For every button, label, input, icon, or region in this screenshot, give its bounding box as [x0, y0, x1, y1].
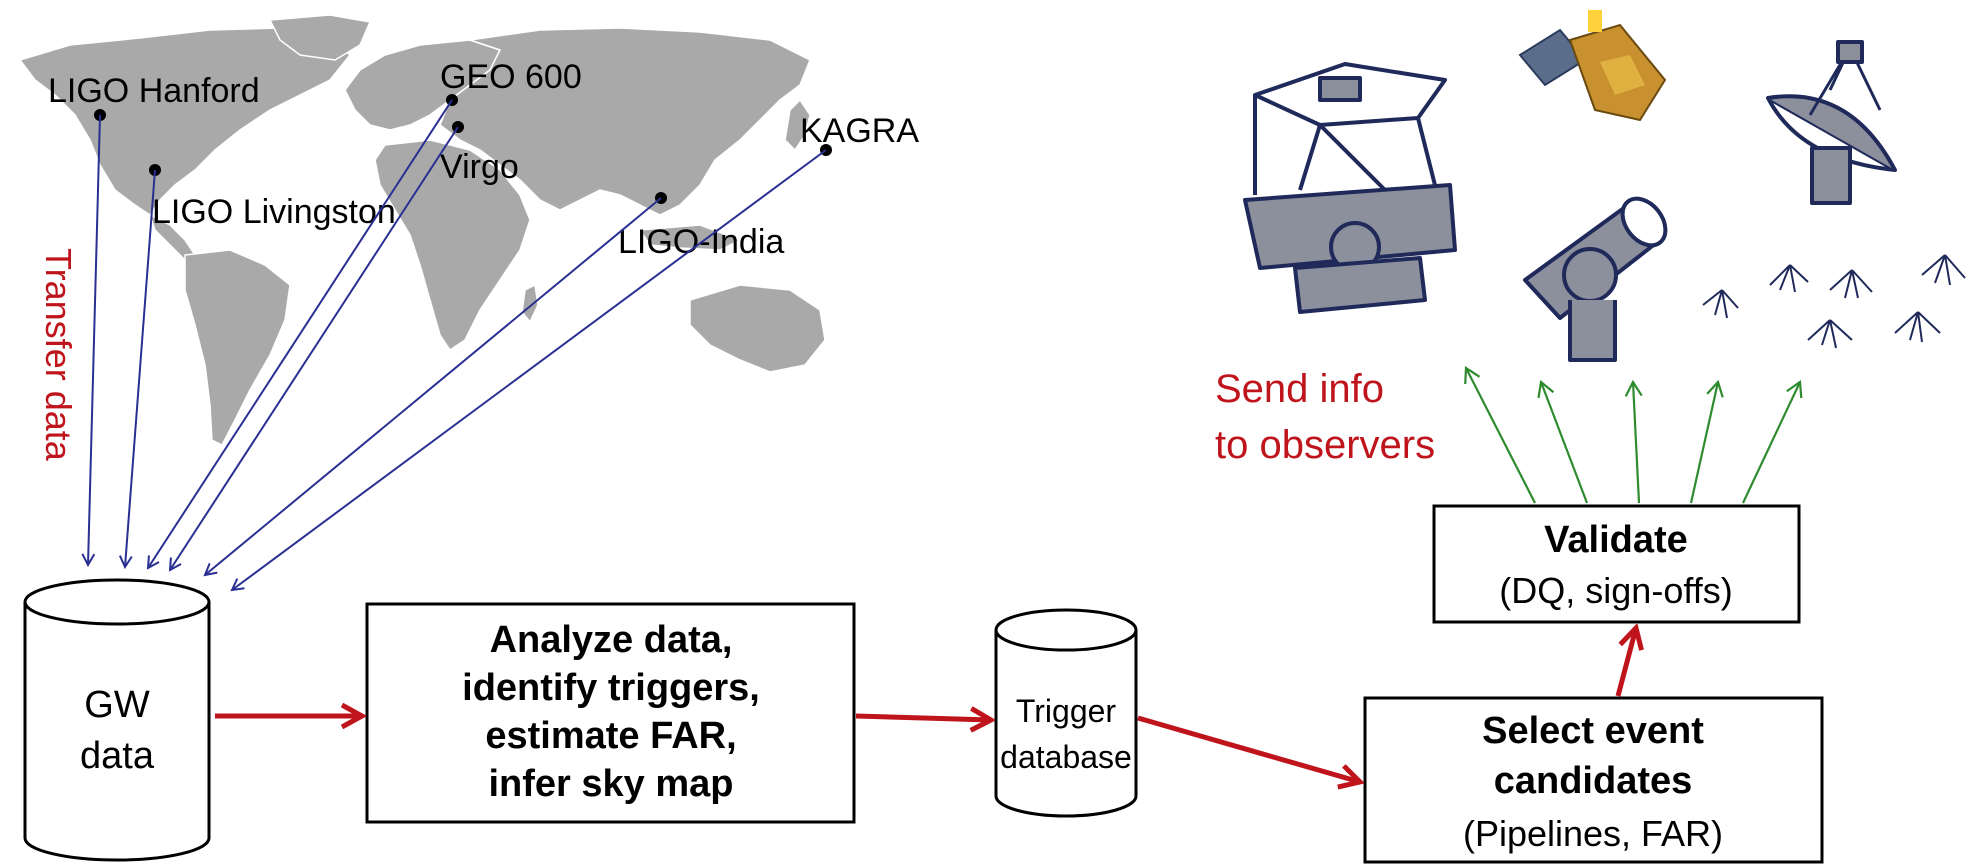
trigger-db-line1: Trigger — [1016, 693, 1117, 729]
trigger-db-line2: database — [1000, 739, 1132, 775]
south-america-landmass — [184, 249, 291, 447]
north-america-landmass — [18, 27, 352, 217]
select-line2: candidates — [1494, 760, 1693, 802]
validate-box — [1432, 504, 1801, 624]
satellite-icon — [1518, 10, 1667, 122]
radio-dish-icon — [1766, 40, 1897, 205]
trigger-database-cylinder — [994, 608, 1138, 818]
site-label-virgo: Virgo — [440, 148, 519, 186]
arrow-trigger-to-select — [1137, 715, 1360, 782]
send-arrow-1 — [1464, 366, 1536, 504]
transfer-arrow-kagra — [232, 149, 827, 590]
antenna-array-icon — [1702, 254, 1966, 349]
validate-line1: Validate — [1544, 519, 1688, 561]
transfer-arrow-geo600 — [148, 99, 453, 568]
small-telescope-icon — [1523, 196, 1668, 362]
gw-data-cylinder — [23, 578, 211, 862]
africa-landmass — [374, 139, 531, 352]
australia-landmass — [689, 284, 826, 373]
transfer-data-label: Transfer data — [38, 248, 79, 462]
arrow-select-to-validate — [1615, 628, 1636, 697]
analyze-line2: identify triggers, — [462, 667, 760, 709]
send-info-line1: Send info — [1215, 367, 1384, 411]
world-map — [18, 14, 826, 447]
optical-telescope-icon — [1243, 62, 1457, 314]
select-line3: (Pipelines, FAR) — [1463, 813, 1723, 854]
select-line1: Select event — [1482, 710, 1704, 752]
madagascar-landmass — [521, 283, 539, 324]
flow-arrows — [215, 628, 1636, 782]
gw-data-line1: GW — [84, 684, 150, 726]
japan-landmass — [784, 98, 811, 152]
select-candidates-box — [1363, 696, 1824, 864]
site-label-kagra: KAGRA — [800, 112, 919, 150]
site-label-ligo-livingston: LIGO Livingston — [152, 193, 396, 231]
send-arrows — [1464, 366, 1803, 504]
analyze-line1: Analyze data, — [490, 619, 733, 661]
send-arrow-4 — [1689, 379, 1724, 504]
send-arrow-3 — [1624, 379, 1643, 504]
site-label-ligo-hanford: LIGO Hanford — [48, 72, 260, 110]
greenland-landmass — [268, 14, 372, 61]
analyze-line3: estimate FAR, — [485, 715, 736, 757]
site-label-geo600: GEO 600 — [440, 58, 582, 96]
analyze-box — [365, 602, 856, 824]
validate-line2: (DQ, sign-offs) — [1499, 570, 1732, 611]
asia-landmass — [439, 27, 811, 216]
transfer-arrows — [88, 99, 827, 590]
send-info-line2: to observers — [1215, 423, 1435, 467]
transfer-arrow-livingston — [125, 169, 156, 567]
transfer-arrow-ligo-india — [205, 197, 662, 575]
analyze-line4: infer sky map — [489, 763, 734, 805]
transfer-arrow-hanford — [88, 114, 101, 565]
transfer-arrow-virgo — [170, 126, 459, 570]
gw-data-line2: data — [80, 735, 155, 777]
arrow-analyze-to-trigger — [855, 716, 991, 720]
send-arrow-5 — [1742, 379, 1803, 504]
send-arrow-2 — [1537, 379, 1589, 504]
